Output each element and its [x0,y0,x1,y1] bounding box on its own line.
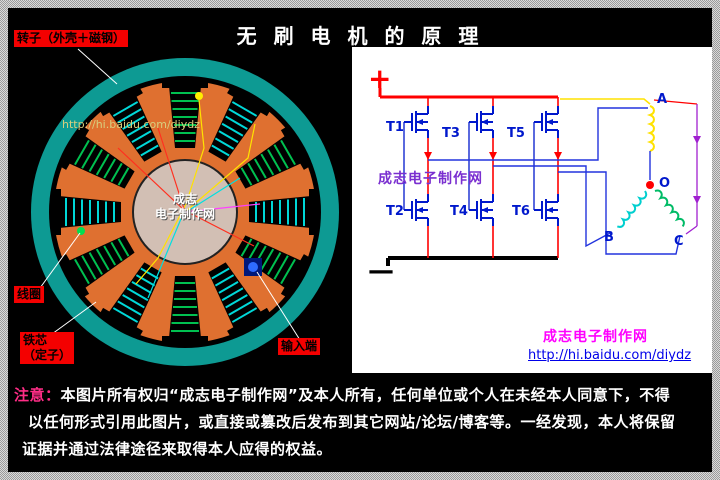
motor-watermark-url: http://hi.baidu.com/diydz [62,118,200,131]
minus-terminal: — [368,256,394,286]
circuit-watermark: 成志电子制作网 [378,171,483,187]
current-arrows-red [424,152,562,160]
notice-line-3: 证据并通过法律途径来取得本人应得的权益。 [22,440,333,458]
label-node-o: O [659,176,671,191]
label-phase-b: B [604,230,614,245]
notice-label: 注意： [14,386,61,404]
site-name: 成志电子制作网 [543,329,648,345]
diagram-art [31,47,712,373]
notice-line-2: 以任何形式引用此图片，或直接或篡改后发布到其它网站/论坛/博客等。一经发现，本人… [28,413,676,431]
phase-taps [428,107,681,255]
label-t3: T3 [442,126,460,141]
terminal-dot-yellow [195,92,203,100]
input-terminal-label: 输入端 [278,338,321,355]
coil-label: 线圈 [14,286,45,303]
label-t4: T4 [450,204,468,219]
star-node-o [646,181,654,189]
rotor-label: 转子（外壳＋磁钢） [14,30,129,47]
plus-terminal: + [368,62,392,95]
label-t6: T6 [512,204,530,219]
motor-center-watermark: 成志电子制作网 [154,192,215,221]
diagram-canvas: 无 刷 电 机 的 原 理 转子（外壳＋磁钢） 线圈 铁芯（定子） 输入端 ht… [8,8,712,472]
current-path-yellow [560,98,651,105]
label-t2: T2 [386,204,404,219]
label-t1: T1 [386,120,404,135]
circuit-diagram [352,47,712,373]
winding-wires [117,99,261,299]
label-phase-c: C [674,234,684,249]
site-url-link[interactable]: http://hi.baidu.com/diydz [528,348,692,363]
current-arrows-purple [693,136,701,204]
label-phase-a: A [657,92,668,107]
terminal-dot-blue [248,262,258,272]
motor-cross-section [31,58,339,366]
core-label: 铁芯（定子） [20,332,75,364]
notice-line-1: 注意：本图片所有权归“成志电子制作网”及本人所有，任何单位或个人在未经本人同意下… [14,386,671,404]
page-title: 无 刷 电 机 的 原 理 [236,24,484,48]
label-t5: T5 [507,126,525,141]
terminal-dot-green [77,227,85,235]
label-pointer-lines [39,48,301,341]
